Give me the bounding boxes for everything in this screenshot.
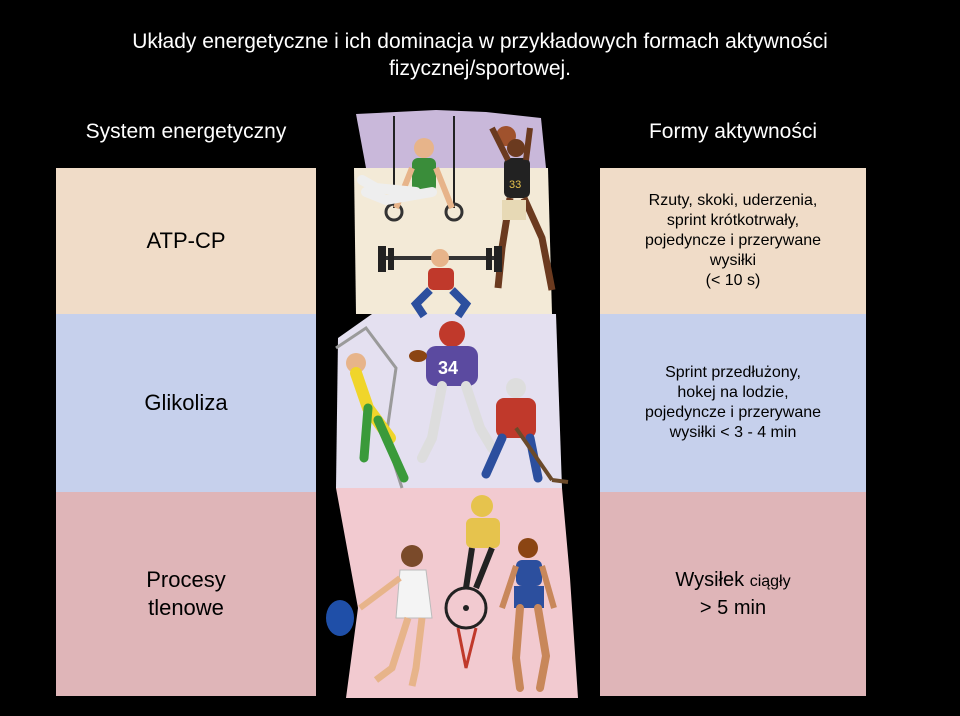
weightlifter-icon [378, 246, 502, 319]
runner-icon [499, 538, 557, 692]
cell-forms-aerobic: Wysiłek ciągły > 5 min [600, 492, 866, 696]
system-aerobic-line: Procesy [146, 567, 226, 592]
forms-aerobic-line2: > 5 min [699, 597, 767, 619]
cell-system-aerobic: Procesy tlenowe [56, 492, 316, 696]
forms-glycolysis-line: hokej na lodzie, [677, 384, 789, 401]
system-glycolysis-label: Glikoliza [144, 390, 228, 415]
tennis-player-icon [326, 545, 433, 687]
cell-system-glycolysis: Glikoliza [56, 314, 316, 492]
forms-atp-line: wysiłki [709, 252, 757, 269]
header-activity-forms: Formy aktywności [648, 120, 818, 143]
cell-system-atp: ATP-CP [56, 168, 316, 314]
basketball-player-icon: 33 [489, 126, 556, 291]
forms-glycolysis-line: pojedyncze i przerywane [644, 404, 822, 421]
cell-forms-glycolysis: Sprint przedłużony, hokej na lodzie, poj… [600, 314, 866, 492]
forms-glycolysis-line: wysiłki < 3 - 4 min [669, 424, 797, 441]
sports-illustration: 33 34 [326, 110, 578, 698]
slide-title-line1: Układy energetyczne i ich dominacja w pr… [132, 30, 828, 53]
forms-atp-line: sprint krótkotrwały, [666, 212, 800, 229]
system-atp-label: ATP-CP [146, 228, 226, 253]
forms-glycolysis-line: Sprint przedłużony, [665, 364, 801, 381]
cell-forms-atp: Rzuty, skoki, uderzenia, sprint krótkotr… [600, 168, 866, 314]
hockey-player-icon [481, 378, 569, 484]
forms-aerobic-word-small: ciągły [749, 573, 791, 590]
football-player-icon: 34 [409, 321, 497, 463]
slide-title: Układy energetyczne i ich dominacja w pr… [60, 28, 900, 82]
svg-text:33: 33 [509, 179, 521, 191]
forms-atp-line: Rzuty, skoki, uderzenia, [648, 192, 818, 209]
slide-title-line2: fizycznej/sportowej. [388, 57, 572, 80]
climber-icon [335, 325, 409, 489]
forms-aerobic-word: Wysiłek [675, 569, 745, 591]
cyclist-icon [444, 495, 500, 669]
forms-atp-line: pojedyncze i przerywane [644, 232, 822, 249]
forms-atp-line: (< 10 s) [705, 272, 761, 289]
svg-text:34: 34 [438, 358, 458, 378]
gymnast-rings-icon [357, 116, 464, 222]
system-aerobic-line: tlenowe [148, 595, 224, 620]
forms-aerobic-line1: Wysiłek ciągły [675, 567, 790, 595]
header-energy-system: System energetyczny [85, 120, 287, 143]
